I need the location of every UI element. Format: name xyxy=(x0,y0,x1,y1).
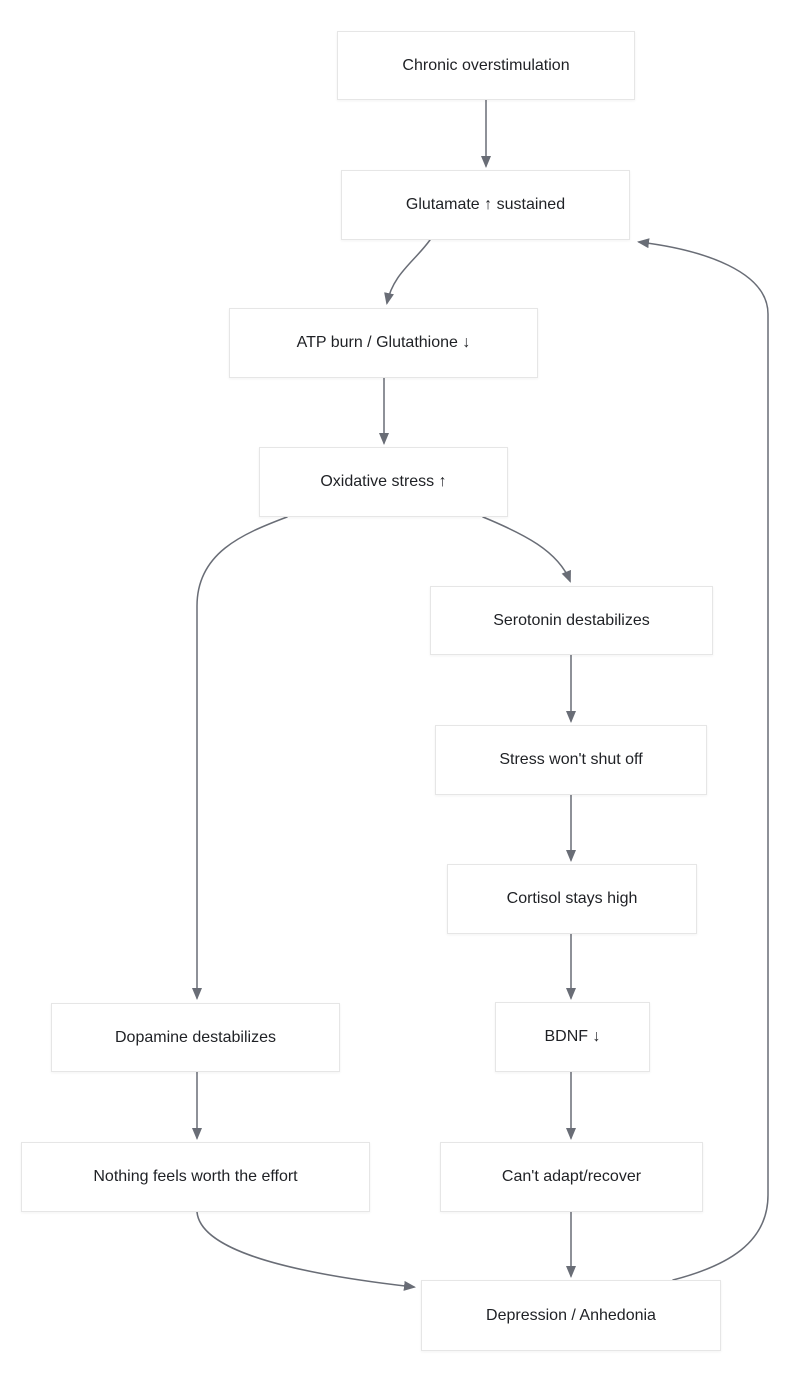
node-label: Depression / Anhedonia xyxy=(486,1306,656,1324)
node-label: Oxidative stress ↑ xyxy=(320,473,447,490)
edge-glutamate-to-atp xyxy=(384,239,431,305)
node-label: Chronic overstimulation xyxy=(402,56,570,74)
node-cant-adapt-recover: Can't adapt/recover xyxy=(440,1142,703,1212)
node-glutamate-sustained: Glutamate ↑ sustained xyxy=(341,170,630,240)
node-atp-burn-glutathione: ATP burn / Glutathione ↓ xyxy=(229,308,538,378)
node-label: ATP burn / Glutathione ↓ xyxy=(296,334,471,351)
node-chronic-overstimulation: Chronic overstimulation xyxy=(337,31,635,100)
node-label: Cortisol stays high xyxy=(506,890,638,907)
node-label: BDNF ↓ xyxy=(544,1028,601,1045)
node-bdnf-down: BDNF ↓ xyxy=(495,1002,650,1072)
node-label: Glutamate ↑ sustained xyxy=(405,196,566,213)
node-label: Dopamine destabilizes xyxy=(115,1028,276,1046)
node-cortisol-stays-high: Cortisol stays high xyxy=(447,864,697,934)
node-stress-wont-shut-off: Stress won't shut off xyxy=(435,725,707,795)
node-depression-anhedonia: Depression / Anhedonia xyxy=(421,1280,721,1351)
node-label: Can't adapt/recover xyxy=(501,1168,642,1185)
edge-depression-to-glutamate-feedback xyxy=(637,238,769,1281)
edge-oxidative-to-serotonin xyxy=(482,516,571,583)
edge-nothing-to-depression xyxy=(196,1211,416,1291)
node-nothing-feels-worth-effort: Nothing feels worth the effort xyxy=(21,1142,370,1212)
node-dopamine-destabilizes: Dopamine destabilizes xyxy=(51,1003,340,1072)
node-label: Nothing feels worth the effort xyxy=(93,1168,298,1185)
node-label: Serotonin destabilizes xyxy=(493,611,650,629)
node-label: Stress won't shut off xyxy=(499,751,643,768)
node-serotonin-destabilizes: Serotonin destabilizes xyxy=(430,586,713,655)
node-oxidative-stress: Oxidative stress ↑ xyxy=(259,447,508,517)
edge-oxidative-to-dopamine xyxy=(192,516,288,1000)
